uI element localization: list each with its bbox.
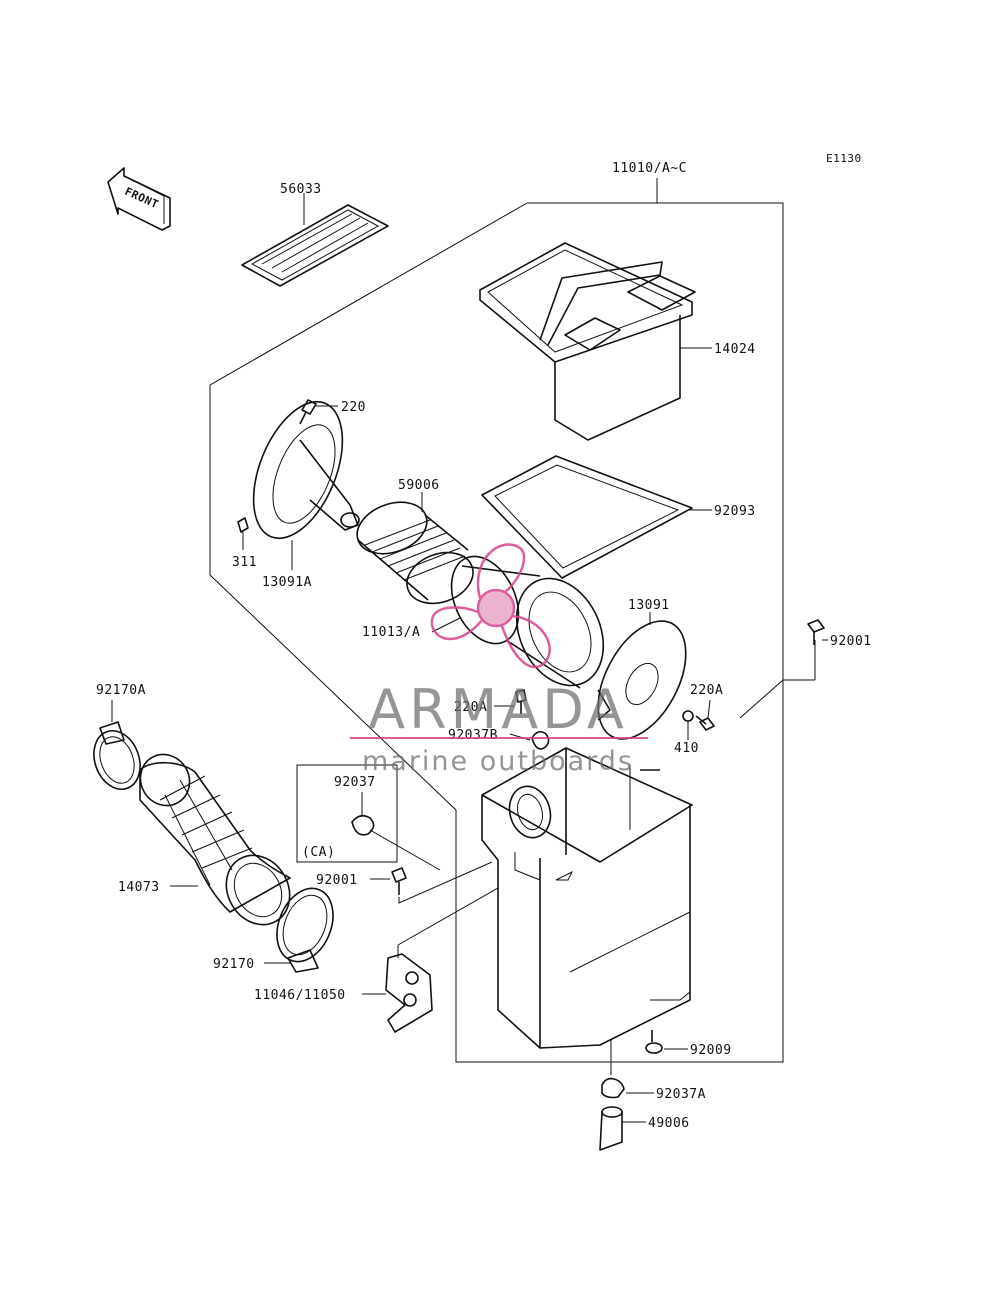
- ca-box: (CA): [296, 764, 441, 871]
- label-92037A: 92037A: [656, 1087, 706, 1102]
- front-arrow-icon: FRONT: [107, 167, 171, 231]
- diagram-code: E1130: [826, 152, 862, 165]
- propeller-logo-icon: [430, 543, 551, 669]
- part-11046-11050: [362, 887, 499, 1033]
- part-49006: [599, 1106, 646, 1151]
- label-220A-center: 220A: [454, 700, 487, 715]
- part-311: [237, 517, 249, 550]
- part-92093: [481, 455, 712, 579]
- assembly-label: 11010/A~C: [612, 161, 687, 176]
- label-311: 311: [232, 555, 257, 570]
- part-11013A: [431, 555, 605, 689]
- watermark: ARMADA marine outboards: [350, 543, 648, 777]
- part-92170: [264, 887, 334, 973]
- assembly-outline: [209, 178, 816, 1063]
- air-box-housing: [481, 747, 693, 1049]
- label-14073: 14073: [118, 880, 160, 895]
- label-92037B: 92037B: [448, 728, 498, 743]
- part-92037A: [601, 1040, 654, 1099]
- label-92009: 92009: [690, 1043, 732, 1058]
- label-14024: 14024: [714, 342, 756, 357]
- part-220A-right: [695, 699, 715, 731]
- watermark-brand: ARMADA: [368, 678, 628, 741]
- label-56033: 56033: [280, 182, 322, 197]
- part-13091: [597, 612, 687, 740]
- part-410: [682, 710, 694, 740]
- part-220A-center: [494, 689, 527, 714]
- label-220: 220: [341, 400, 366, 415]
- part-labels: E1130 11010/A~C 56033 14024 220 59006 92…: [96, 152, 872, 1131]
- label-49006: 49006: [648, 1116, 690, 1131]
- front-label: FRONT: [123, 185, 161, 211]
- label-92001-left: 92001: [316, 873, 358, 888]
- part-92009: [645, 1030, 688, 1054]
- label-11046-11050: 11046/11050: [254, 988, 346, 1003]
- label-92093: 92093: [714, 504, 756, 519]
- label-410: 410: [674, 741, 699, 756]
- part-13091A: [252, 400, 360, 570]
- part-14024: [479, 242, 712, 441]
- part-59006: [356, 492, 474, 605]
- label-59006: 59006: [398, 478, 440, 493]
- part-56033: [241, 193, 389, 287]
- label-13091: 13091: [628, 598, 670, 613]
- label-92001-right: 92001: [830, 634, 872, 649]
- label-13091A: 13091A: [262, 575, 312, 590]
- part-14073: [139, 753, 291, 926]
- watermark-tagline: marine outboards: [362, 746, 634, 777]
- part-92001-left: [370, 861, 493, 904]
- label-92037: 92037: [334, 775, 376, 790]
- label-220A-right: 220A: [690, 683, 723, 698]
- label-92170: 92170: [213, 957, 255, 972]
- label-11013A: 11013/A: [362, 625, 420, 640]
- part-92170A: [93, 700, 141, 790]
- part-92001-right: [807, 619, 828, 645]
- ca-label: (CA): [302, 845, 335, 860]
- label-92170A: 92170A: [96, 683, 146, 698]
